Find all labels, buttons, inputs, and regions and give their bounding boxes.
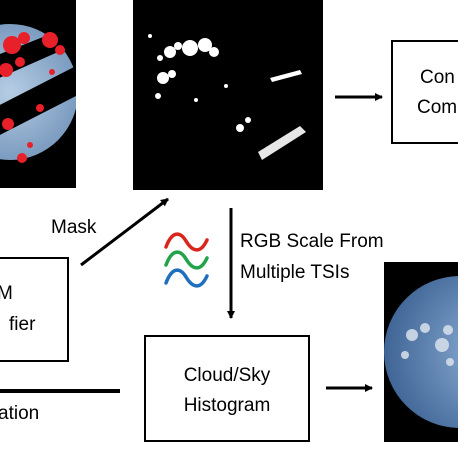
classifier-block [0,257,69,362]
top-right-block-line2: Com [417,97,458,118]
mask-label: Mask [51,217,97,238]
top-right-block [391,40,458,144]
histogram-line1: Cloud/Sky [183,365,271,386]
bottom-left-label: ation [0,403,40,424]
rgb-scale-label-line1: RGB Scale From [240,231,384,252]
top-right-block-line1: Con [420,67,455,88]
classifier-to-mask-arrow [80,197,169,267]
classifier-block-line2: fier [9,314,36,335]
rgb-scale-label-line2: Multiple TSIs [240,262,350,283]
classifier-block-line1: M [0,283,13,304]
cloud-sky-histogram-block [144,335,310,442]
histogram-line2: Histogram [183,395,271,416]
